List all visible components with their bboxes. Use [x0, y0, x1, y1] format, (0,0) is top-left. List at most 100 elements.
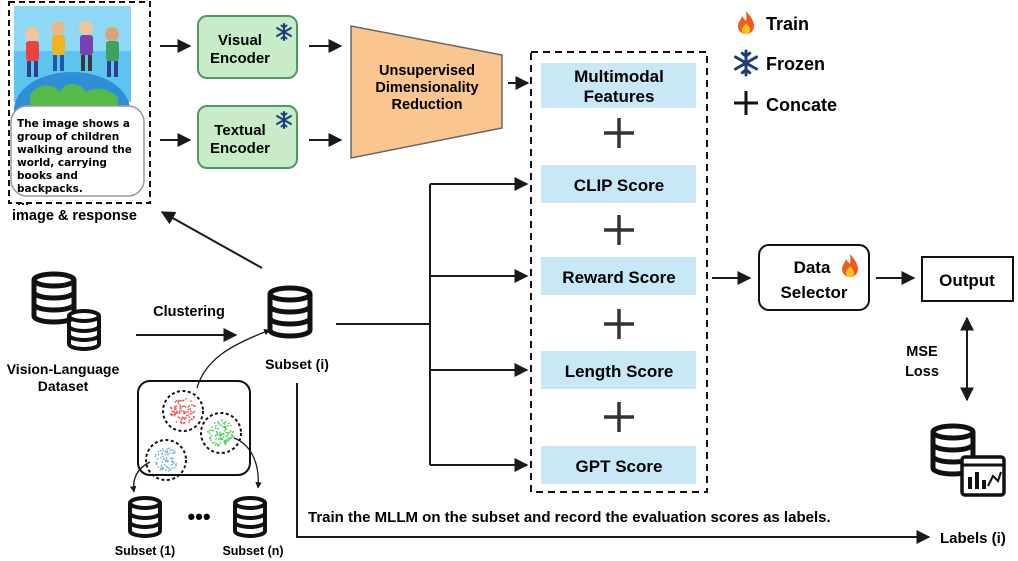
cluster-point — [214, 443, 217, 446]
visual-encoder-line2: Encoder — [210, 50, 270, 67]
cluster-point — [169, 406, 172, 409]
cluster-point — [178, 412, 181, 415]
plus-icon — [604, 118, 634, 148]
subset-n-database-icon — [233, 496, 267, 538]
cluster-point — [184, 416, 187, 419]
cluster-point — [171, 457, 173, 459]
cluster-point — [188, 419, 191, 422]
cluster-point — [209, 432, 211, 435]
cluster-point — [175, 411, 178, 414]
cluster-point — [155, 463, 158, 466]
cluster-point — [213, 441, 216, 444]
cluster-point — [218, 434, 221, 437]
dimensionality-reduction: Unsupervised Dimensionality Reduction — [350, 25, 503, 159]
cluster-point — [223, 429, 226, 432]
cluster-point — [191, 404, 193, 406]
cluster-point — [169, 469, 172, 471]
textual-encoder-line2: Encoder — [210, 140, 270, 157]
cluster-point — [171, 449, 174, 451]
cluster-point — [177, 402, 180, 405]
cluster-point — [224, 420, 227, 423]
image-response-label: image & response — [12, 208, 137, 224]
cluster-point — [168, 447, 170, 450]
cluster-point — [223, 426, 226, 429]
subset-i-database-icon — [270, 288, 310, 336]
cluster-point — [163, 463, 166, 466]
cluster-point — [227, 440, 230, 442]
cluster-point — [232, 435, 235, 438]
cluster-point — [180, 399, 182, 402]
mse-line2: Loss — [905, 364, 939, 380]
cluster-point — [188, 416, 191, 418]
cluster-point — [171, 463, 174, 466]
visual-encoder-line1: Visual — [218, 32, 262, 49]
plus-icon — [604, 402, 634, 432]
cluster-point — [175, 399, 178, 402]
selector-line2: Selector — [780, 283, 847, 302]
labels-database-icon — [933, 426, 1006, 497]
cluster-point — [216, 443, 218, 445]
gpt-score-label: GPT Score — [576, 457, 663, 476]
cluster-point — [213, 422, 216, 424]
plus-icon — [734, 91, 758, 115]
plus-icon — [604, 309, 634, 339]
snowflake-icon — [734, 49, 758, 77]
cluster-point — [209, 437, 212, 440]
cluster-point — [220, 434, 222, 437]
cluster-point — [223, 421, 225, 424]
cluster-point — [217, 444, 220, 447]
subset-i-label: Subset (i) — [265, 356, 329, 372]
dataset-line2: Dataset — [38, 378, 89, 394]
reward-score-box: Reward Score — [541, 257, 696, 295]
cluster-point — [228, 422, 231, 425]
cluster-point — [159, 456, 162, 459]
cluster-point — [223, 440, 226, 443]
cluster-point — [166, 448, 169, 450]
cluster-point — [173, 451, 176, 454]
subset-1-database-icon — [128, 496, 162, 538]
mse-line1: MSE — [906, 344, 938, 360]
cluster-point — [173, 411, 176, 414]
subset-1-label: Subset (1) — [115, 544, 175, 558]
cluster-point — [169, 413, 172, 416]
cluster-point — [217, 422, 220, 425]
cluster-point — [192, 404, 195, 407]
cluster-point — [186, 414, 188, 417]
cluster-point — [221, 419, 223, 422]
cluster-point — [188, 421, 191, 424]
selector-line1: Data — [794, 258, 831, 277]
cluster-point — [181, 417, 184, 420]
cluster-point — [224, 443, 226, 446]
visual-encoder: Visual Encoder — [197, 15, 298, 79]
cluster-point — [192, 412, 194, 414]
cluster-point — [221, 438, 224, 441]
cluster-point — [185, 411, 187, 414]
cluster-point — [226, 434, 229, 436]
output-label: Output — [939, 271, 995, 290]
length-score-label: Length Score — [565, 362, 674, 381]
cluster-point — [189, 410, 192, 413]
cluster-point — [230, 433, 233, 436]
image-response-box: image & response — [8, 1, 151, 224]
cluster-point — [211, 441, 214, 444]
cluster-point — [209, 429, 211, 431]
cluster-point — [179, 410, 181, 412]
clustering-label: Clustering — [153, 304, 225, 320]
vision-language-dataset-icon — [34, 274, 101, 351]
cluster-point — [164, 450, 167, 452]
cluster-point — [173, 408, 176, 411]
cluster-point — [222, 425, 224, 428]
cluster-point — [155, 461, 158, 464]
cluster-point — [166, 452, 169, 454]
cluster-point — [183, 405, 186, 408]
cluster-point — [181, 399, 184, 402]
cluster-point — [177, 399, 180, 402]
cluster-point — [174, 413, 177, 415]
cluster-point — [214, 424, 217, 427]
cluster-point — [229, 424, 232, 427]
cluster-point — [190, 400, 193, 402]
cluster-point — [165, 459, 168, 461]
cluster-point — [183, 411, 186, 413]
cluster-point — [232, 431, 234, 433]
